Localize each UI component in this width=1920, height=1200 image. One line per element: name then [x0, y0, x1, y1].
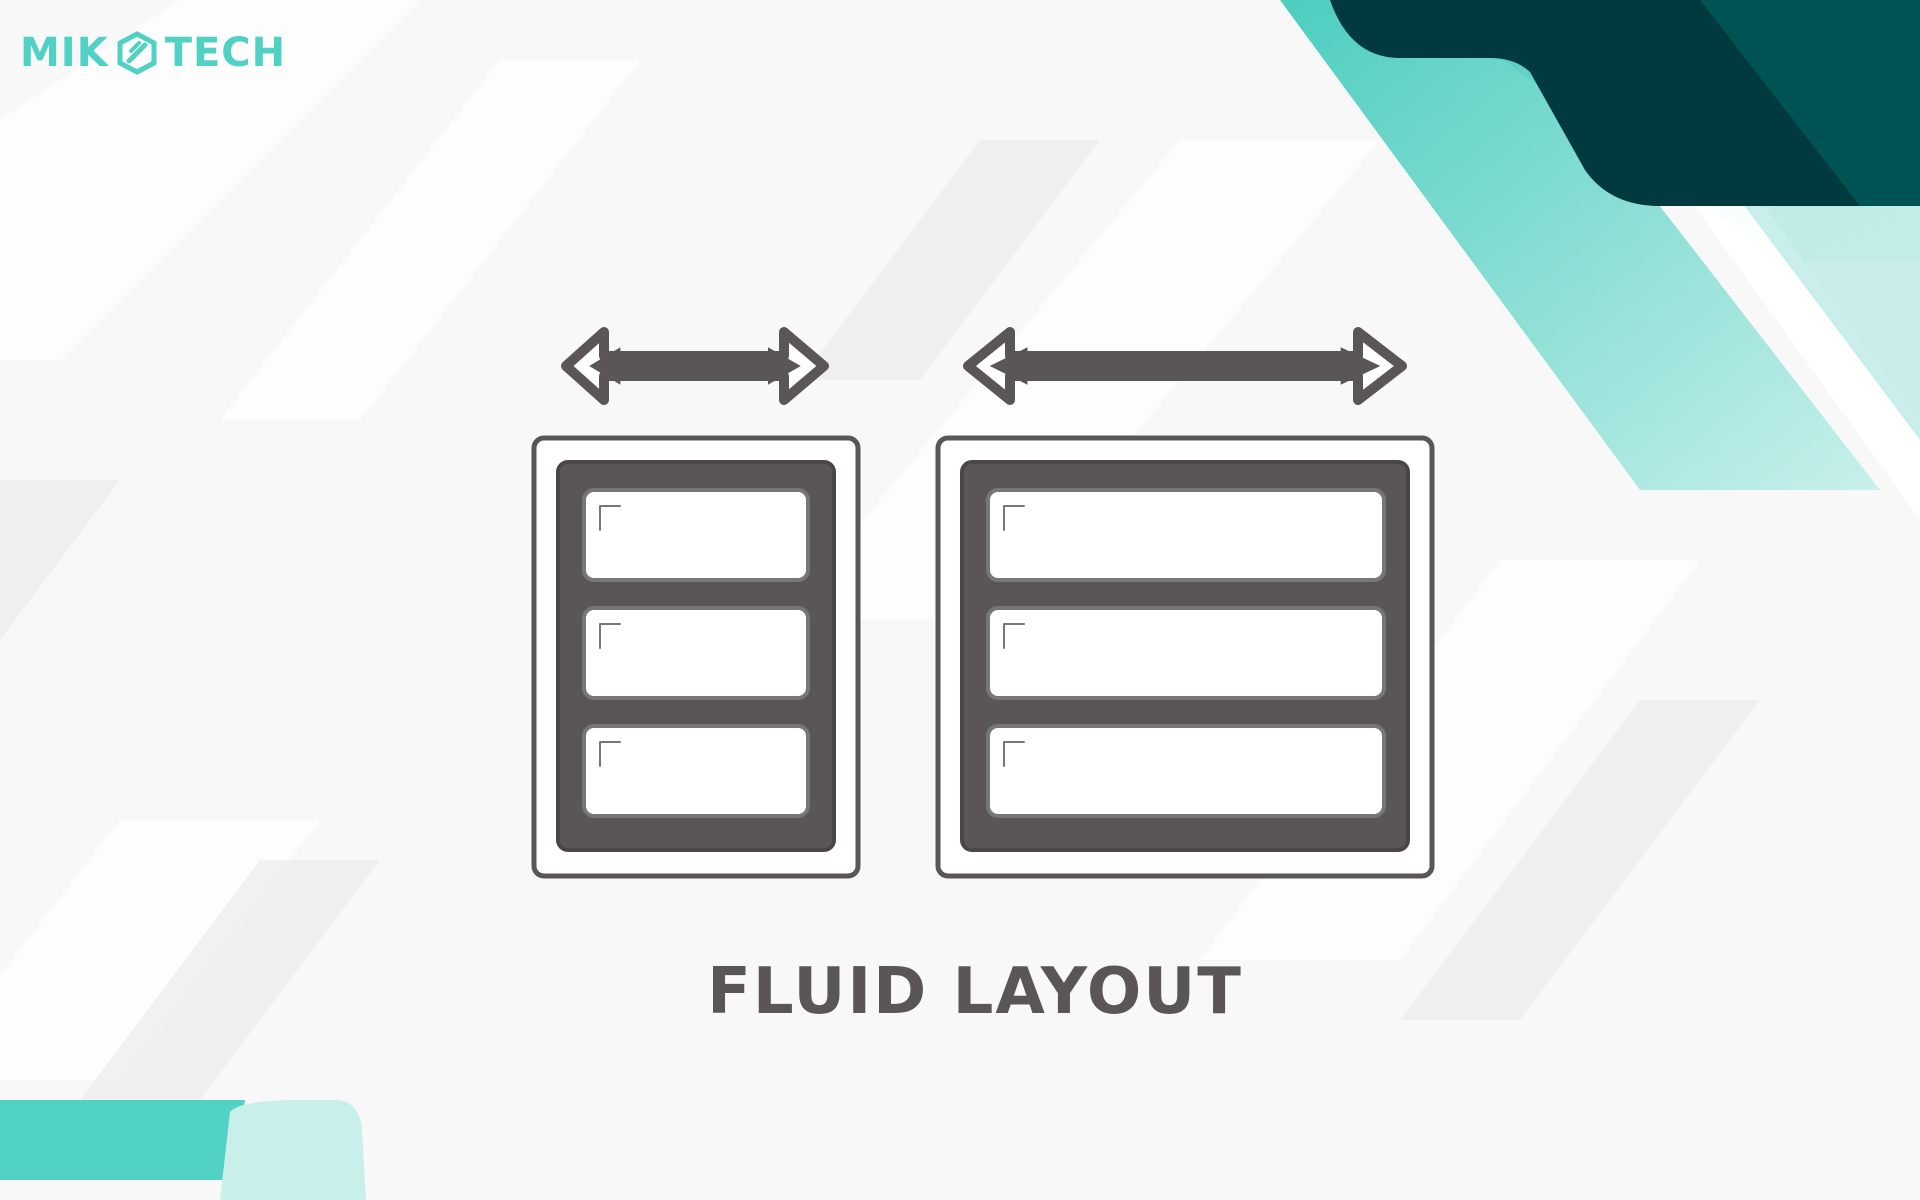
brand-logo-left-text: MIK	[20, 30, 109, 76]
caption-title: FLUID LAYOUT	[707, 955, 1243, 1029]
narrow-double-arrow-icon	[561, 327, 829, 405]
hexagon-logo-icon	[117, 31, 157, 75]
brand-logo: MIK TECH	[20, 28, 286, 78]
brand-logo-right-text: TECH	[164, 30, 287, 76]
narrow-layout-frame	[531, 435, 861, 879]
wide-layout-frame	[935, 435, 1435, 879]
wide-double-arrow-icon	[963, 327, 1407, 405]
